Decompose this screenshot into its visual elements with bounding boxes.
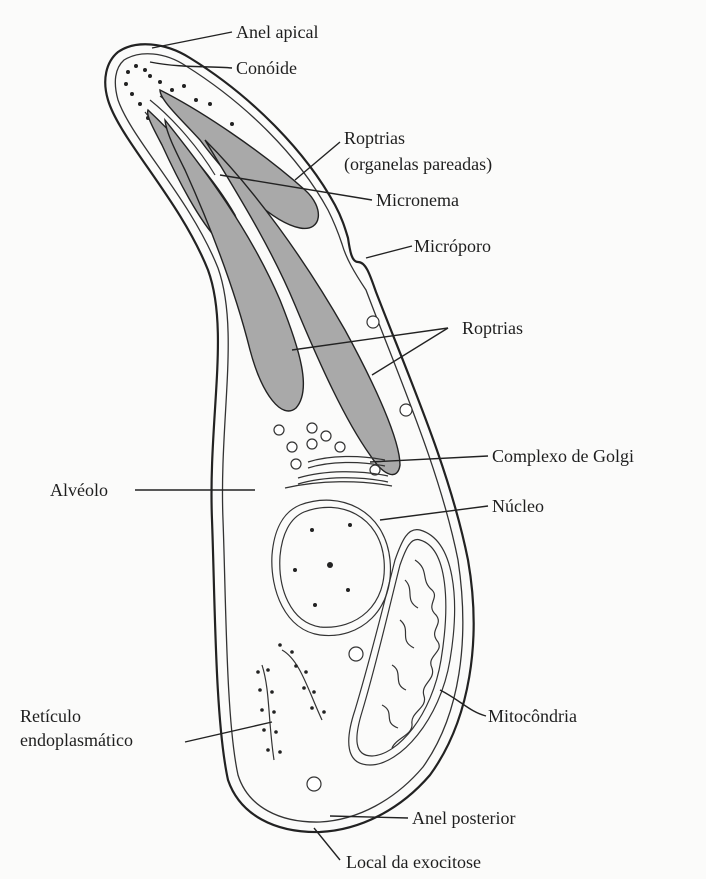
label-reticulo-line1: Retículo: [20, 706, 81, 726]
leader-anel-apical: [152, 32, 232, 48]
label-nucleo: Núcleo: [492, 496, 544, 516]
leader-nucleo: [380, 506, 488, 520]
label-mitocondria: Mitocôndria: [488, 706, 577, 726]
label-alveolo: Alvéolo: [50, 480, 108, 500]
leader-conoide: [150, 62, 232, 68]
label-microporo: Micróporo: [414, 236, 491, 256]
label-conoide: Conóide: [236, 58, 297, 78]
label-roptrias: Roptrias: [462, 318, 523, 338]
label-micronema: Micronema: [376, 190, 459, 210]
label-anel-posterior: Anel posterior: [412, 808, 515, 828]
leader-exocitose: [314, 828, 340, 860]
label-local-exocitose: Local da exocitose: [346, 852, 481, 872]
leader-microporo: [366, 246, 412, 258]
label-roptrias-pareadas-line1: Roptrias: [344, 128, 405, 148]
leader-reticulo: [185, 722, 272, 742]
label-reticulo-line2: endoplasmático: [20, 730, 133, 750]
leader-roptrias-pareadas: [295, 142, 340, 180]
mitochondrion: [349, 530, 455, 765]
endoplasmic-reticulum: [256, 643, 326, 760]
leader-anel-posterior: [330, 816, 408, 818]
label-anel-apical: Anel apical: [236, 22, 318, 42]
label-roptrias-pareadas-line2: (organelas pareadas): [344, 154, 492, 174]
nucleus: [272, 500, 391, 635]
label-complexo-golgi: Complexo de Golgi: [492, 446, 634, 466]
